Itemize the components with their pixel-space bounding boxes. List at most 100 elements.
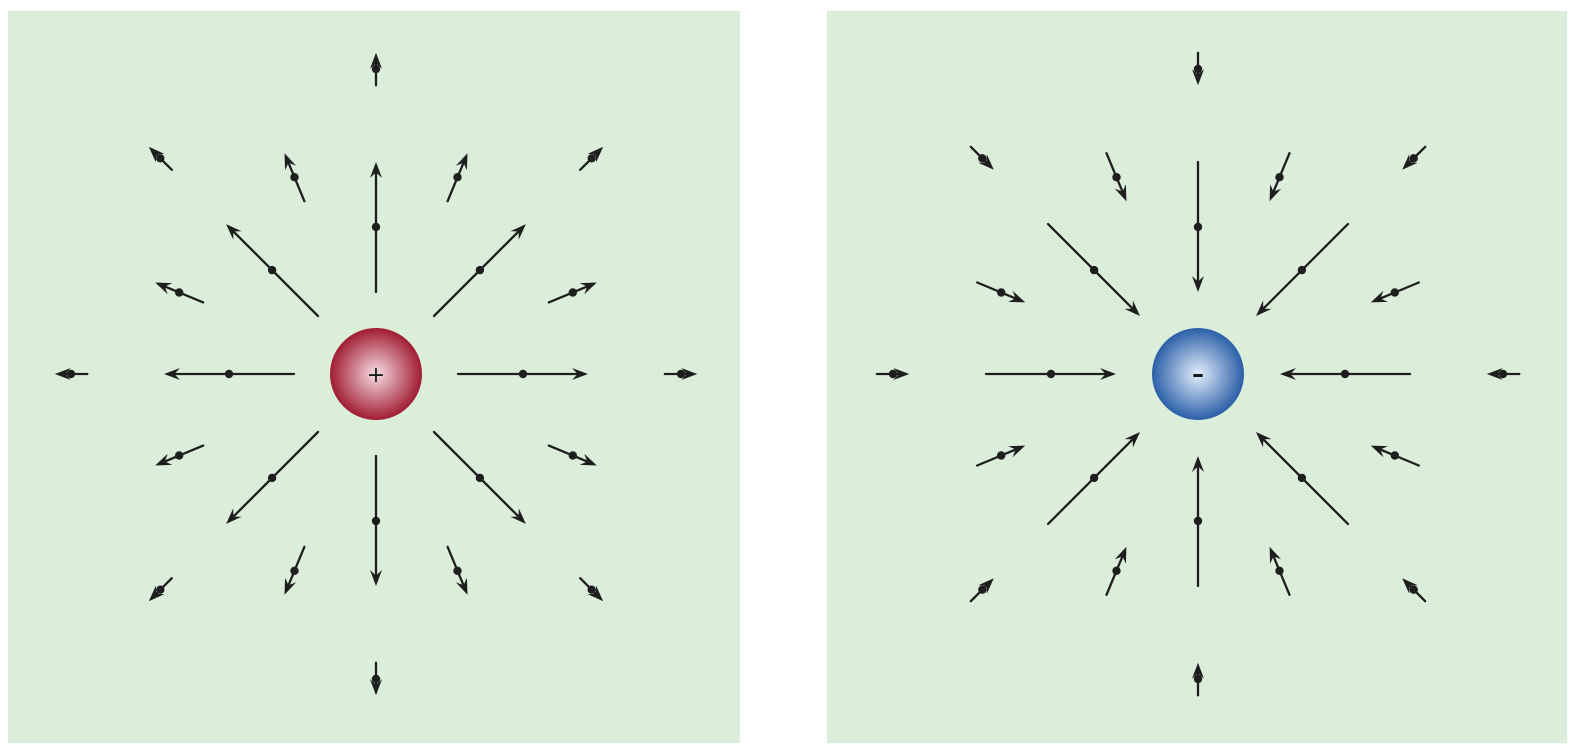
field-point-dot — [1390, 451, 1400, 460]
field-point-dot — [475, 265, 485, 275]
field-arrow-ring3-dir1 — [1486, 368, 1521, 380]
field-arrow-ring3-dir8 — [1402, 145, 1427, 170]
charge-sign-plus: + — [367, 363, 385, 388]
field-arrow-shaft — [1261, 437, 1350, 526]
field-arrow-shaft — [162, 285, 205, 304]
field-arrow-shaft — [1105, 554, 1124, 596]
field-arrow-head — [455, 577, 468, 595]
field-point-dot — [518, 369, 528, 379]
field-arrow-head — [284, 577, 297, 595]
field-point-dot — [1112, 173, 1121, 182]
field-arrow-shaft — [287, 160, 306, 203]
field-arrow-head — [1192, 69, 1204, 86]
positive-charge-panel: + — [8, 11, 740, 743]
field-arrow-ring3-dir8 — [579, 146, 604, 171]
field-arrow-head — [1256, 300, 1272, 316]
negative-charge-panel: – — [827, 11, 1567, 743]
field-point-dot — [568, 288, 577, 297]
field-point-dot — [224, 369, 234, 379]
field-point-dot — [587, 585, 596, 594]
field-arrow-head — [164, 368, 180, 380]
field-arrow-head — [155, 282, 173, 295]
field-arrow-shaft — [231, 229, 320, 318]
field-arrow-head — [370, 679, 382, 696]
field-arrow-ring1-dir8 — [1256, 222, 1350, 316]
field-arrow-head — [1256, 432, 1272, 448]
field-point-dot — [290, 173, 299, 182]
field-point-dot — [1498, 369, 1508, 379]
field-point-dot — [997, 451, 1006, 460]
field-point-dot — [997, 288, 1006, 297]
field-arrow-ring3-dir4 — [969, 578, 994, 603]
field-arrow-head — [1370, 290, 1388, 303]
field-arrow-head — [1192, 662, 1204, 679]
field-arrow-ring1-dir7 — [1192, 160, 1204, 292]
field-arrow-ring1-dir4 — [226, 430, 320, 524]
field-arrow-head — [587, 585, 604, 602]
field-arrow-ring2-dir4 — [155, 444, 205, 466]
field-arrow-ring3-dir2 — [1402, 578, 1427, 603]
field-point-dot — [1193, 64, 1203, 74]
field-point-dot — [371, 674, 381, 684]
field-arrow-ring1-dir6 — [226, 224, 320, 318]
field-arrow-head — [1269, 184, 1282, 202]
field-arrow-head — [1100, 368, 1116, 380]
field-arrow-shaft — [976, 448, 1018, 467]
field-arrow-ring1-dir5 — [164, 368, 296, 380]
field-arrow-head — [1402, 154, 1418, 170]
field-arrow-head — [1008, 290, 1026, 303]
field-arrow-ring3-dir6 — [969, 145, 994, 170]
field-arrow-head — [579, 453, 597, 466]
field-point-dot — [1089, 265, 1099, 275]
field-point-dot — [66, 369, 76, 379]
field-point-dot — [1089, 473, 1099, 483]
negative-charge — [1152, 328, 1244, 420]
field-arrow-ring2-dir4 — [976, 445, 1026, 467]
field-arrow-ring1-dir5 — [984, 368, 1116, 380]
field-point-dot — [1390, 288, 1400, 297]
field-arrow-ring2-dir6 — [284, 153, 306, 203]
field-arrow-shaft — [1046, 437, 1135, 526]
field-arrow-ring1-dir3 — [1192, 456, 1204, 588]
field-arrow-head — [510, 224, 526, 240]
field-arrow-ring3-dir5 — [875, 368, 910, 380]
field-arrow-ring3-dir7 — [1192, 51, 1204, 86]
field-arrow-head — [455, 153, 468, 171]
field-arrow-ring1-dir8 — [432, 224, 526, 318]
field-arrow-head — [1008, 445, 1026, 458]
field-point-dot — [475, 473, 485, 483]
field-arrow-ring1-dir1 — [456, 368, 588, 380]
field-arrow-shaft — [547, 444, 590, 463]
field-arrow-head — [510, 508, 526, 524]
field-arrow-head — [1280, 368, 1296, 380]
field-arrow-ring2-dir7 — [1269, 152, 1291, 202]
field-point-dot — [978, 154, 987, 163]
field-arrow-ring2-dir8 — [1370, 281, 1420, 303]
field-point-dot — [1193, 674, 1203, 684]
field-point-dot — [1340, 369, 1350, 379]
field-point-dot — [1112, 566, 1121, 575]
field-arrow-shaft — [1105, 152, 1124, 194]
field-arrow-ring3-dir4 — [148, 577, 173, 602]
field-arrow-ring1-dir1 — [1280, 368, 1412, 380]
field-arrow-ring1-dir4 — [1046, 432, 1140, 526]
field-point-dot — [156, 154, 165, 163]
field-point-dot — [175, 288, 184, 297]
field-point-dot — [1297, 473, 1307, 483]
field-arrow-head — [978, 154, 994, 170]
field-arrow-shaft — [1378, 281, 1420, 300]
field-arrow-shaft — [976, 281, 1018, 300]
field-point-dot — [1275, 566, 1284, 575]
field-arrow-head — [148, 585, 165, 602]
field-arrow-ring2-dir1 — [547, 444, 597, 466]
field-point-dot — [371, 516, 381, 526]
field-arrow-shaft — [1378, 448, 1420, 467]
field-arrow-head — [579, 282, 597, 295]
field-arrow-head — [284, 153, 297, 171]
field-arrow-ring2-dir5 — [976, 281, 1026, 303]
field-point-dot — [371, 64, 381, 74]
field-arrow-ring1-dir3 — [370, 454, 382, 586]
field-arrow-shaft — [1046, 222, 1135, 311]
field-arrow-head — [893, 368, 910, 380]
field-vectors-inward — [875, 51, 1521, 697]
